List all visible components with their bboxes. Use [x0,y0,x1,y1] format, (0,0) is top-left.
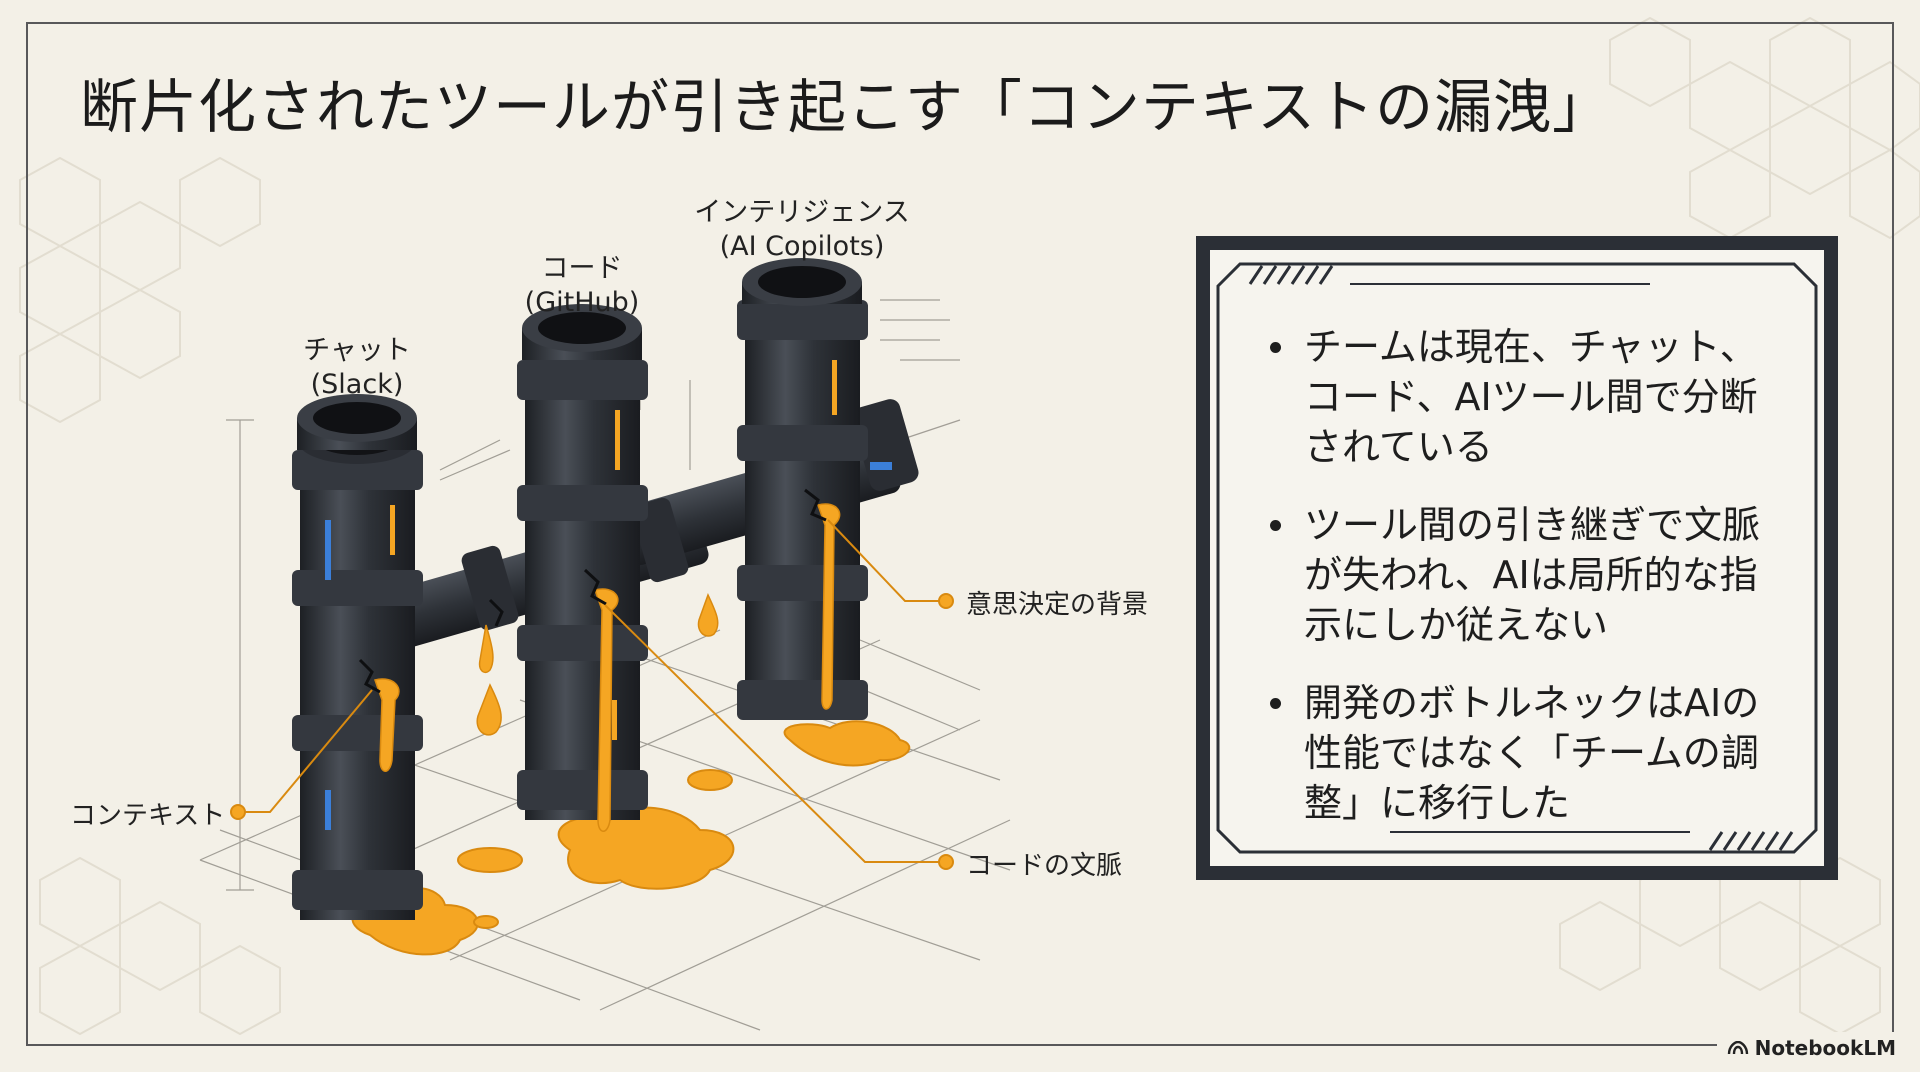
callout-context: コンテキスト [70,801,226,831]
pipe-label-intelligence-tool: (AI Copilots) [719,230,885,262]
summary-bullet: チームは現在、チャット、コード、AIツール間で分断されている [1270,322,1790,472]
pipe-intelligence [737,258,892,720]
notebooklm-branding: NotebookLM [1716,1032,1906,1064]
panel-frame-decoration [1216,262,1818,854]
summary-bullet: ツール間の引き継ぎで文脈が失われ、AIは局所的な指示にしか従えない [1270,500,1790,650]
pipe-label-intelligence-name: インテリジェンス [694,197,910,228]
pipe-label-code-name: コード [541,253,623,284]
summary-bullet: 開発のボトルネックはAIの性能ではなく「チームの調整」に移行した [1270,678,1790,828]
leak-streams [374,503,841,832]
pipe-label-chat-name: チャット [303,335,411,366]
slide-frame [26,22,1894,1046]
summary-bullet-list: チームは現在、チャット、コード、AIツール間で分断されている ツール間の引き継ぎ… [1270,322,1790,856]
pipe-label-chat-tool: (Slack) [310,368,404,400]
pipe-label-code-tool: (GitHub) [524,286,640,318]
callout-decision-background: 意思決定の背景 [966,590,1149,620]
summary-panel-inner: チームは現在、チャット、コード、AIツール間で分断されている ツール間の引き継ぎ… [1210,250,1824,866]
pipe-chat [292,394,423,920]
pipe-cracks [358,488,827,694]
pipe-label-chat: チャット (Slack) [303,334,411,402]
callout-code-context: コードの文脈 [966,851,1123,881]
callout-dots [230,593,954,870]
pipe-label-code: コード (GitHub) [525,252,640,320]
notebooklm-logo-icon [1727,1041,1748,1055]
pipe-code [517,304,648,820]
pipe-label-intelligence: インテリジェンス (AI Copilots) [694,196,909,264]
callout-lines [238,519,945,863]
notebooklm-label: NotebookLM [1754,1036,1896,1060]
slide-title: 断片化されたツールが引き起こす「コンテキストの漏洩」 [80,73,1612,141]
summary-panel: チームは現在、チャット、コード、AIツール間で分断されている ツール間の引き継ぎ… [1196,236,1838,880]
leak-drops [476,593,719,736]
